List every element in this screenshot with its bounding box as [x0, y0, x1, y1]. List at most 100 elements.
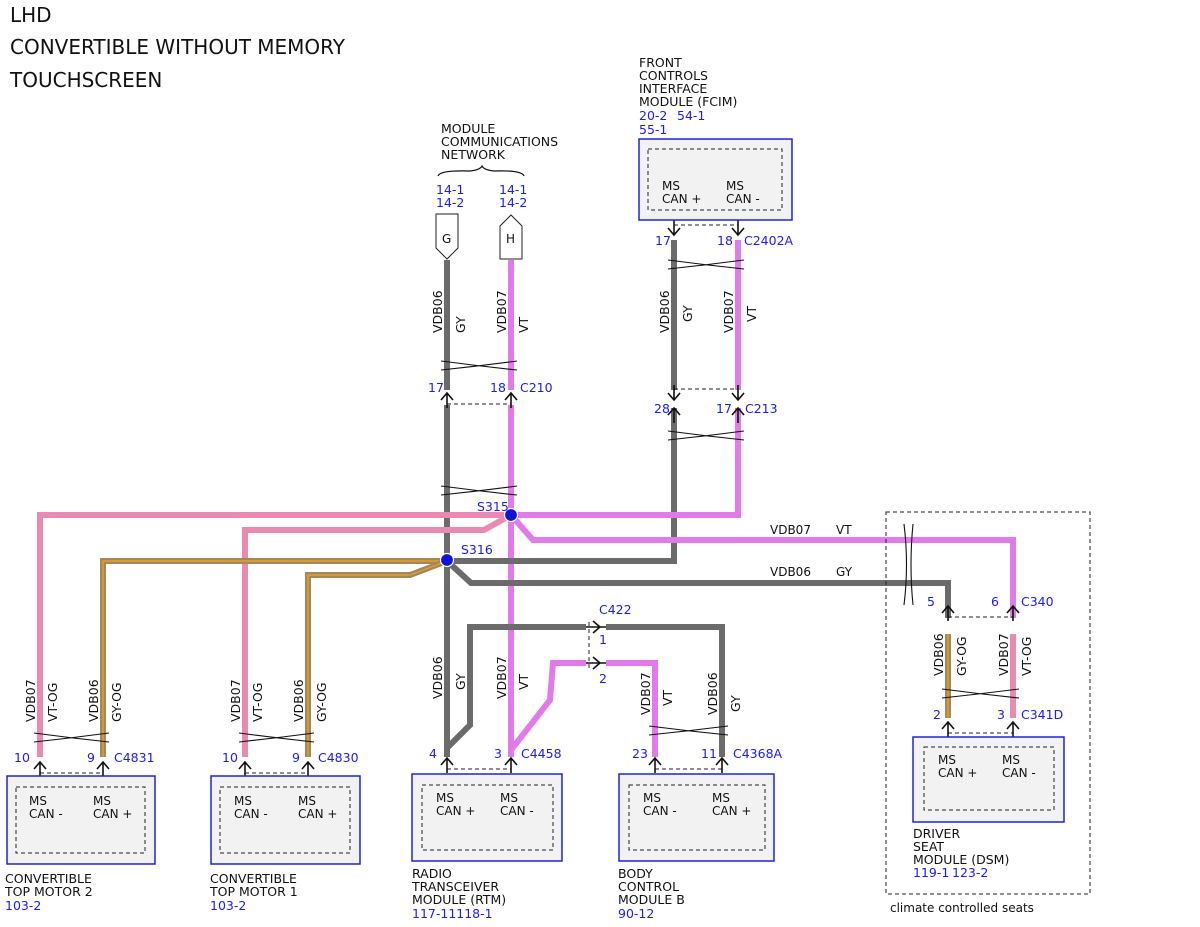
- svg-text:CAN -: CAN -: [643, 804, 677, 818]
- svg-text:C422: C422: [599, 602, 632, 617]
- svg-text:GY: GY: [836, 565, 853, 579]
- module-dsm: MS CAN + MS CAN - DRIVER SEAT MODULE (DS…: [890, 736, 1065, 915]
- svg-text:9: 9: [292, 750, 300, 765]
- twist-marks: [33, 259, 1020, 743]
- svg-text:VDB06: VDB06: [430, 290, 445, 333]
- svg-text:MODULE B: MODULE B: [618, 892, 685, 907]
- svg-text:S316: S316: [461, 542, 493, 557]
- svg-text:C210: C210: [520, 380, 553, 395]
- svg-text:20-2: 20-2: [639, 108, 667, 123]
- svg-text:C4368A: C4368A: [733, 746, 783, 761]
- svg-text:MS: MS: [29, 794, 47, 808]
- svg-text:17: 17: [428, 380, 444, 395]
- svg-text:VT: VT: [516, 316, 531, 333]
- svg-text:C4830: C4830: [318, 750, 359, 765]
- svg-text:VT-OG: VT-OG: [250, 683, 265, 722]
- svg-text:14-2: 14-2: [436, 195, 464, 210]
- svg-text:TOP MOTOR 1: TOP MOTOR 1: [209, 884, 298, 899]
- svg-text:COMMUNICATIONS: COMMUNICATIONS: [441, 134, 558, 149]
- svg-text:GY: GY: [680, 305, 695, 322]
- svg-text:S315: S315: [477, 499, 509, 514]
- svg-text:MODULE (DSM): MODULE (DSM): [913, 852, 1009, 867]
- svg-text:5: 5: [927, 594, 935, 609]
- svg-text:28: 28: [654, 401, 670, 416]
- svg-text:C341D: C341D: [1021, 707, 1063, 722]
- svg-text:23: 23: [632, 746, 648, 761]
- svg-text:VDB06: VDB06: [86, 679, 101, 722]
- svg-text:10: 10: [14, 750, 30, 765]
- svg-text:CAN +: CAN +: [712, 804, 751, 818]
- connector-g-icon: [435, 213, 459, 260]
- svg-text:C4831: C4831: [114, 750, 155, 765]
- svg-text:CAN -: CAN -: [726, 192, 760, 206]
- svg-text:9: 9: [87, 750, 95, 765]
- svg-text:C2402A: C2402A: [744, 233, 794, 248]
- svg-text:MODULE (FCIM): MODULE (FCIM): [639, 94, 737, 109]
- svg-text:SEAT: SEAT: [913, 839, 944, 854]
- svg-text:123-2: 123-2: [952, 865, 988, 880]
- svg-text:NETWORK: NETWORK: [441, 147, 506, 162]
- svg-text:6: 6: [991, 594, 999, 609]
- svg-text:CAN -: CAN -: [29, 807, 63, 821]
- svg-text:CAN -: CAN -: [234, 807, 268, 821]
- svg-text:CONTROL: CONTROL: [618, 879, 679, 894]
- svg-text:VT: VT: [744, 305, 759, 322]
- svg-text:103-2: 103-2: [5, 898, 41, 913]
- svg-text:MS: MS: [234, 794, 252, 808]
- svg-text:VDB06: VDB06: [705, 672, 720, 715]
- splice-s315: [503, 507, 519, 523]
- svg-text:54-1: 54-1: [677, 108, 705, 123]
- svg-text:17: 17: [716, 401, 732, 416]
- svg-text:MS: MS: [662, 179, 680, 193]
- svg-text:CAN -: CAN -: [1002, 766, 1036, 780]
- svg-text:C340: C340: [1021, 594, 1054, 609]
- svg-text:FRONT: FRONT: [639, 55, 682, 70]
- svg-text:18: 18: [717, 233, 733, 248]
- svg-text:MS: MS: [298, 794, 316, 808]
- svg-text:TRANSCEIVER: TRANSCEIVER: [411, 879, 499, 894]
- svg-text:MS: MS: [1002, 753, 1020, 767]
- svg-text:VDB07: VDB07: [494, 656, 509, 699]
- svg-text:1: 1: [599, 632, 607, 647]
- svg-text:GY-OG: GY-OG: [954, 636, 969, 676]
- svg-text:VDB06: VDB06: [291, 679, 306, 722]
- svg-text:G: G: [442, 232, 451, 246]
- svg-text:MS: MS: [712, 791, 730, 805]
- connector-h-icon: [499, 214, 523, 260]
- network-reference: MODULE COMMUNICATIONS NETWORK 14-1 14-2 …: [435, 121, 558, 260]
- svg-text:VDB06: VDB06: [430, 656, 445, 699]
- svg-text:MS: MS: [643, 791, 661, 805]
- svg-text:CONVERTIBLE: CONVERTIBLE: [210, 871, 297, 886]
- svg-text:VT: VT: [516, 673, 531, 690]
- svg-text:2: 2: [933, 707, 941, 722]
- svg-text:TOP MOTOR 2: TOP MOTOR 2: [4, 884, 93, 899]
- svg-text:VDB07: VDB07: [23, 679, 38, 722]
- svg-text:C213: C213: [745, 401, 778, 416]
- module-fcim: FRONT CONTROLS INTERFACE MODULE (FCIM) 2…: [638, 55, 793, 221]
- svg-text:VDB07: VDB07: [638, 672, 653, 715]
- svg-text:GY-OG: GY-OG: [314, 682, 329, 722]
- module-convertible-top-motor-1: MS CAN - MS CAN + CONVERTIBLE TOP MOTOR …: [209, 775, 361, 913]
- svg-text:MS: MS: [93, 794, 111, 808]
- header-line-1: LHD: [10, 3, 52, 27]
- svg-text:CAN +: CAN +: [938, 766, 977, 780]
- svg-text:VDB07: VDB07: [721, 290, 736, 333]
- svg-text:2: 2: [599, 671, 607, 686]
- svg-text:10: 10: [222, 750, 238, 765]
- svg-text:CAN +: CAN +: [298, 807, 337, 821]
- svg-text:CAN +: CAN +: [436, 804, 475, 818]
- header-line-3: TOUCHSCREEN: [9, 68, 162, 92]
- svg-text:GY: GY: [453, 673, 468, 690]
- header-line-2: CONVERTIBLE WITHOUT MEMORY: [10, 35, 346, 59]
- svg-text:VT-OG: VT-OG: [45, 683, 60, 722]
- svg-text:INTERFACE: INTERFACE: [639, 81, 707, 96]
- svg-text:VT-OG: VT-OG: [1019, 637, 1034, 676]
- svg-text:VT: VT: [836, 523, 852, 537]
- svg-text:GY: GY: [728, 695, 743, 712]
- svg-text:90-12: 90-12: [618, 906, 654, 921]
- svg-text:MS: MS: [726, 179, 744, 193]
- connector-dashes: [40, 224, 1091, 895]
- svg-text:17: 17: [655, 233, 671, 248]
- svg-text:119-1: 119-1: [913, 865, 949, 880]
- svg-text:CAN +: CAN +: [662, 192, 701, 206]
